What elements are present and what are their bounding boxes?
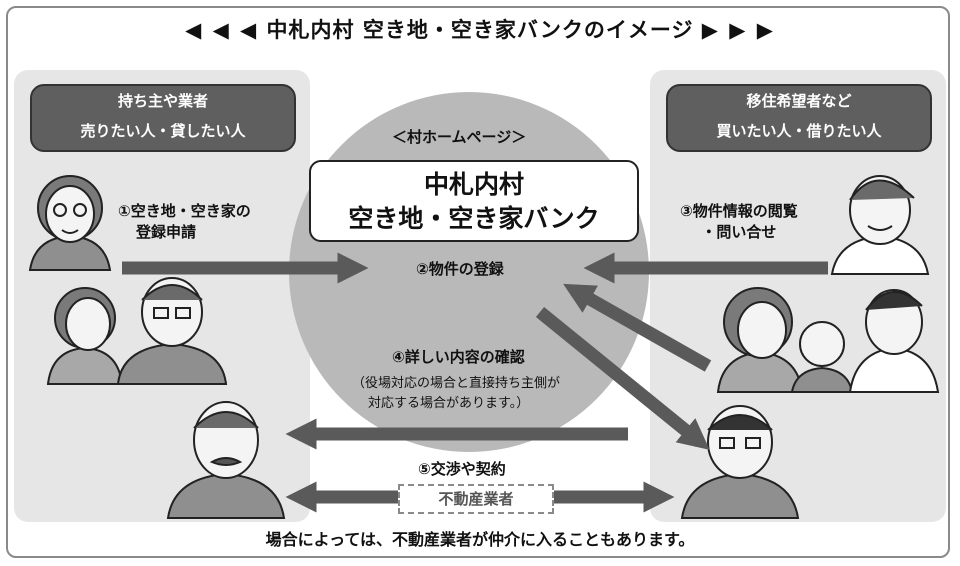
buyer-label-box: 移住希望者など 買いたい人・借りたい人 [666,84,932,152]
footer-note: 場合によっては、不動産業者が仲介に入ることもあります。 [265,530,695,549]
real-estate-agent-box: 不動産業者 [398,484,554,514]
seller-man-icon [166,401,286,519]
bank-box: 中札内村 空き地・空き家バンク [309,160,639,242]
buyer-label-line1: 移住希望者など [746,92,852,110]
arrow-family-to-bank [563,283,712,372]
step3-line1: ③物件情報の閲覧 [680,202,798,220]
buyer-young-man-icon [830,175,930,275]
step3-line2: ・問い合せ [701,223,777,241]
step1-label: ①空き地・空き家の 登録申請 [118,200,251,242]
seller-label-line1: 持ち主や業者 [117,92,208,110]
step1-line1: ①空き地・空き家の [118,202,251,220]
buyer-family-icon [716,287,940,393]
buyer-glasses-man-icon [680,405,800,519]
step4-note-line2: 対応する場合があります。） [368,396,530,411]
bank-name: 中札内村 [423,170,524,199]
seller-woman-icon [28,175,112,271]
step4-note-line1: （役場対応の場合と直接持ち主側が [352,376,561,391]
left-arrows: ◀ ◀ ◀ [185,18,259,42]
arrow-bank-to-buyer [535,306,710,450]
diagram-title: ◀ ◀ ◀ 中札内村 空き地・空き家バンクのイメージ ▶ ▶ ▶ [0,14,960,44]
seller-label-box: 持ち主や業者 売りたい人・貸したい人 [30,84,296,152]
homepage-label: ＜村ホームページ＞ [392,128,527,146]
flow-arrows [122,252,828,513]
buyer-label-line2: 買いたい人・借りたい人 [716,122,882,140]
step5-label: ⑤交渉や契約 [418,460,506,478]
step2-label: ②物件の登録 [416,260,504,278]
step1-line2: 登録申請 [136,223,197,241]
step4-label: ④詳しい内容の確認 [392,348,525,366]
step3-label: ③物件情報の閲覧 ・問い合せ [680,200,798,242]
bank-title: 空き地・空き家バンク [348,204,600,233]
seller-couple-icon [46,277,228,385]
title-text: 中札内村 空き地・空き家バンクのイメージ [266,18,694,42]
seller-label-line2: 売りたい人・貸したい人 [80,122,246,140]
right-arrows: ▶ ▶ ▶ [701,18,775,42]
